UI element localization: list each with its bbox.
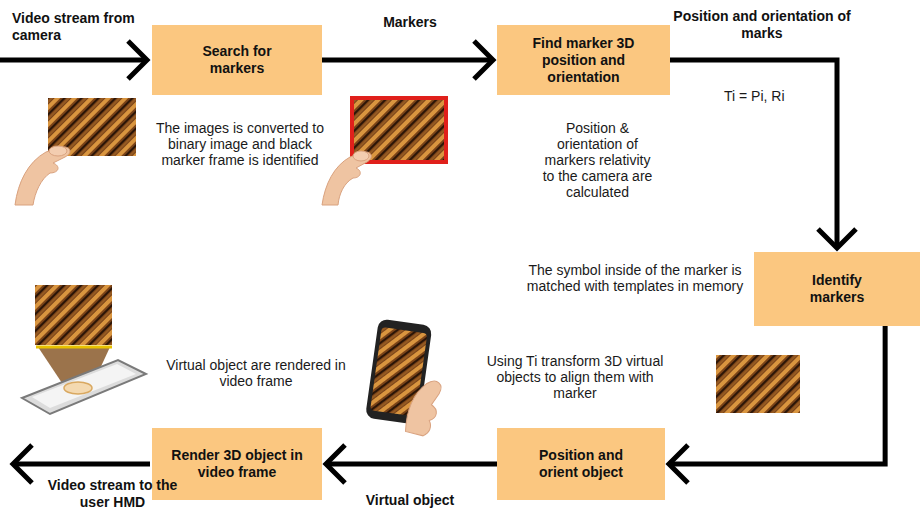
arrow-head (474, 41, 493, 79)
arrow-line (327, 462, 497, 467)
node-text: Identify markers (792, 272, 882, 306)
phone-in-hand (364, 319, 450, 438)
step-note: Virtual object are rendered in video fra… (156, 357, 356, 389)
node-text: Position and orient object (521, 447, 641, 481)
process-box: Identify markers (754, 252, 920, 326)
step-note: The images is converted to binary image … (150, 120, 330, 168)
process-box: Search for markers (152, 25, 322, 95)
flow-arrow (322, 41, 493, 79)
step-note: Ti = Pi, Ri (724, 88, 814, 104)
arrow-head (669, 445, 688, 483)
marker-template (716, 355, 800, 413)
stream-label: Video stream from camera (12, 10, 137, 44)
process-box: Find marker 3D position and orientation (497, 25, 670, 95)
edge-label: Virtual object (340, 492, 480, 509)
arrow-line (670, 60, 837, 247)
flow-arrow (326, 445, 497, 483)
held-marker (15, 98, 136, 205)
arrow-line (322, 58, 492, 63)
node-text: Find marker 3D position and orientation (509, 35, 659, 86)
arrow-line (670, 326, 885, 464)
stream-label: Video stream to the user HMD (45, 477, 180, 511)
process-box: Position and orient object (497, 428, 665, 500)
edge-label: Position and orientation of marks (672, 8, 852, 42)
arrow-head (818, 229, 856, 248)
detected-marker (322, 98, 446, 205)
projection-illustration (22, 285, 146, 414)
input-arrow (0, 41, 147, 79)
arrow-head (326, 445, 345, 483)
flow-arrow (670, 60, 856, 248)
node-text: Render 3D object in video frame (170, 447, 305, 481)
process-box: Render 3D object in video frame (152, 428, 322, 500)
node-text: Search for markers (182, 43, 292, 77)
step-note: The symbol inside of the marker is match… (525, 262, 745, 294)
step-note: Using Ti transform 3D virtual objects to… (475, 353, 675, 401)
step-note: Position & orientation of markers relati… (540, 120, 655, 200)
edge-label: Markers (350, 14, 470, 31)
flow-arrow (669, 326, 885, 483)
